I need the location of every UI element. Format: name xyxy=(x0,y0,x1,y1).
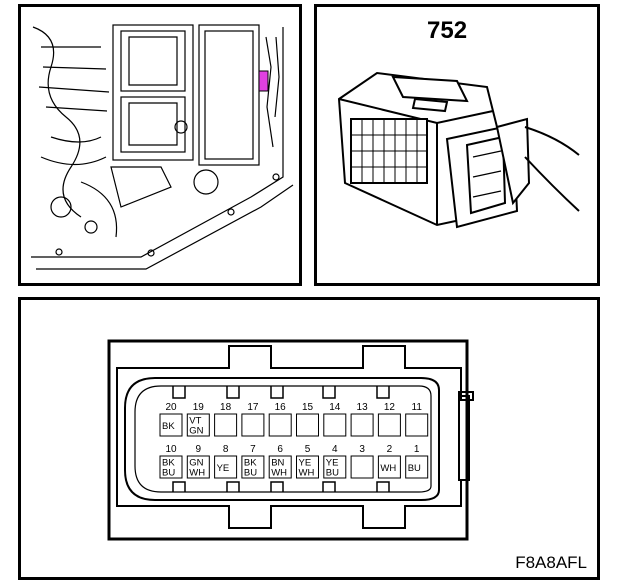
pin-cavity xyxy=(296,455,319,479)
wire-color-label: BU xyxy=(162,468,175,479)
pin-number: 2 xyxy=(387,444,393,455)
pin-cavity xyxy=(296,413,319,437)
wire-color-label: WH xyxy=(189,468,205,479)
pin-cavity xyxy=(159,413,183,437)
wire-color-label: BN xyxy=(271,458,284,469)
pin-number: 11 xyxy=(412,402,423,413)
connector-illustration xyxy=(337,71,580,229)
pin-cavity xyxy=(214,413,238,437)
wire-color-label: GN xyxy=(189,458,203,469)
wire-color-label: BU xyxy=(408,463,421,474)
pin-number: 6 xyxy=(277,444,283,455)
pin-cavity xyxy=(377,455,401,479)
pin-cavity xyxy=(186,455,210,479)
pin-number: 18 xyxy=(220,402,232,413)
connector-location-marker xyxy=(258,70,269,92)
wire-color-label: BK xyxy=(162,458,175,469)
pin-number: 20 xyxy=(165,402,177,413)
wire-color-label: WH xyxy=(299,468,315,479)
pin-number: 14 xyxy=(329,402,341,413)
wire-color-label: YE xyxy=(299,458,312,469)
pin-number: 3 xyxy=(359,444,365,455)
location-view-panel xyxy=(18,4,302,286)
engine-bay-illustration xyxy=(31,24,294,270)
pin-cavity xyxy=(241,455,265,479)
pin-cavity xyxy=(186,413,210,437)
wire-color-label: YE xyxy=(217,463,230,474)
wire-color-label: WH xyxy=(380,463,396,474)
wire-color-label: BK xyxy=(162,421,175,432)
pin-number: 16 xyxy=(275,402,287,413)
pin-number: 17 xyxy=(247,402,259,413)
pin-cavity xyxy=(159,455,183,479)
wire-color-label: WH xyxy=(271,468,287,479)
pin-number: 12 xyxy=(384,402,396,413)
wire-color-label: VT xyxy=(189,416,201,427)
pin-cavity xyxy=(214,455,238,479)
pin-cavity xyxy=(350,413,374,437)
pin-cavity xyxy=(350,455,374,479)
pin-number: 7 xyxy=(250,444,256,455)
pin-number: 13 xyxy=(357,402,369,413)
pin-cavity xyxy=(405,413,429,437)
pin-number: 1 xyxy=(414,444,420,455)
pin-number: 10 xyxy=(165,444,177,455)
pin-number: 4 xyxy=(332,444,338,455)
pin-number: 19 xyxy=(193,402,205,413)
pin-cavity xyxy=(268,413,292,437)
pin-cavity xyxy=(405,455,429,479)
pin-number: 5 xyxy=(305,444,311,455)
pin-number: 15 xyxy=(302,402,314,413)
pin-number: 9 xyxy=(196,444,202,455)
pin-cavity xyxy=(377,413,401,437)
pin-cavity xyxy=(241,413,265,437)
figure-id: F8A8AFL xyxy=(515,553,587,572)
connector-number: 752 xyxy=(427,17,468,44)
pin-cavity xyxy=(323,413,347,437)
wire-color-label: YE xyxy=(326,458,339,469)
connector-view-panel: 752 xyxy=(314,4,600,286)
wire-color-label: GN xyxy=(189,426,203,437)
pin-cavity xyxy=(323,455,347,479)
wire-color-label: BU xyxy=(244,468,257,479)
wire-color-label: BU xyxy=(326,468,339,479)
wire-color-label: BK xyxy=(244,458,257,469)
pin-cavity xyxy=(268,455,292,479)
pin-number: 8 xyxy=(223,444,229,455)
